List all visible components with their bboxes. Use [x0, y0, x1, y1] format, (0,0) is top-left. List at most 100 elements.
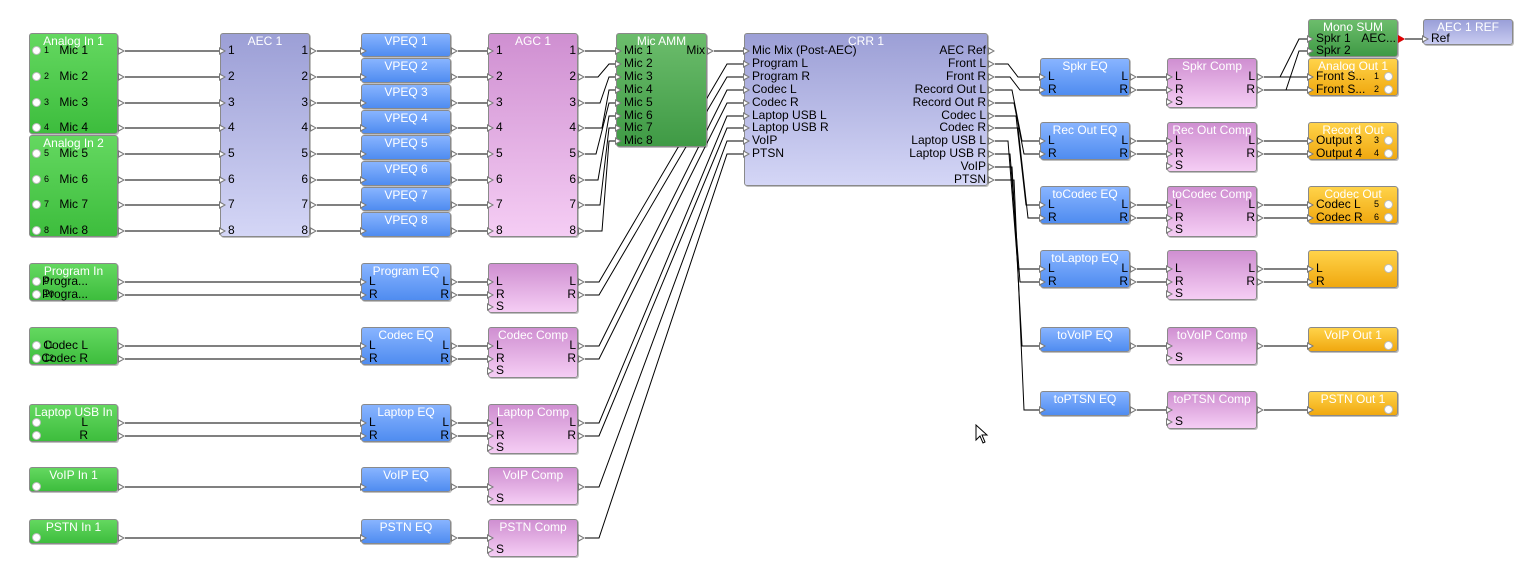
block-title: toPTSN EQ [1053, 393, 1117, 406]
wire[interactable] [585, 140, 615, 232]
output-pin-label: Mic 2 [59, 69, 88, 83]
block-vpeq-1[interactable]: VPEQ 1 [361, 33, 451, 57]
wire[interactable] [995, 166, 1039, 347]
block-codec-eq[interactable]: Codec EQ [361, 327, 451, 365]
wire[interactable] [1264, 38, 1307, 78]
wire[interactable] [585, 127, 743, 437]
wire[interactable] [995, 127, 1039, 219]
block-pstn-out-1[interactable]: PSTN Out 1 [1308, 391, 1398, 416]
block-vpeq-2[interactable]: VPEQ 2 [361, 58, 451, 83]
output-pin-fill [579, 202, 583, 207]
wire[interactable] [585, 102, 615, 155]
wire[interactable] [585, 115, 743, 424]
block-aec-1-ref[interactable]: AEC 1 REF [1423, 19, 1513, 45]
block-tolaptop-comp[interactable] [1167, 250, 1257, 300]
block-codec-in[interactable] [29, 327, 118, 365]
level-led-icon [32, 175, 41, 184]
input-pin-label: L [1175, 133, 1182, 147]
input-pin-label: R [1175, 210, 1184, 224]
wire[interactable] [995, 63, 1039, 78]
block-analog-in-2[interactable]: Analog In 2 [29, 135, 118, 237]
block-rec-out-comp[interactable]: Rec Out Comp [1167, 122, 1257, 172]
block-laptop-eq[interactable]: Laptop EQ [361, 404, 451, 442]
block-aec-1[interactable]: AEC 1 [220, 33, 310, 237]
block-vpeq-7[interactable]: VPEQ 7 [361, 187, 451, 211]
block-codec-out[interactable]: Codec Out [1308, 186, 1398, 224]
block-spkr-eq[interactable]: Spkr EQ [1040, 58, 1130, 96]
output-pin-label: Record Out L [914, 82, 986, 96]
wire[interactable] [585, 115, 615, 181]
block-laptop-comp[interactable]: Laptop Comp [488, 404, 578, 454]
block-spkr-comp[interactable]: Spkr Comp [1167, 58, 1257, 108]
output-pin-fill [119, 433, 123, 438]
block-mic-amm[interactable]: Mic AMM [616, 33, 707, 147]
block-voip-eq[interactable]: VoIP EQ [361, 467, 451, 492]
wire[interactable] [995, 140, 1039, 270]
output-pin-label: Mic 6 [59, 172, 88, 186]
block-tovoip-comp[interactable]: toVoIP Comp [1167, 327, 1257, 365]
wire[interactable] [585, 76, 615, 104]
input-pin-label: Mic Mix (Post-AEC) [752, 43, 857, 57]
level-led-icon [32, 431, 41, 440]
block-record-out[interactable]: Record Out [1308, 122, 1398, 160]
block-analog-in-1[interactable]: Analog In 1 [29, 33, 118, 134]
input-pin-fill [488, 547, 492, 552]
block-vpeq-4[interactable]: VPEQ 4 [361, 110, 451, 134]
output-pin-label: 1 [301, 43, 308, 57]
wire[interactable] [995, 102, 1039, 155]
block-mono-sum[interactable]: Mono SUM [1308, 19, 1398, 57]
block-program-eq[interactable]: Program EQ [361, 263, 451, 301]
wire[interactable] [995, 153, 1039, 283]
block-tocodec-eq[interactable]: toCodec EQ [1040, 186, 1130, 224]
input-pin-fill [744, 61, 748, 66]
block-pstn-comp[interactable]: PSTN Comp [488, 519, 578, 557]
block-pstn-eq[interactable]: PSTN EQ [361, 519, 451, 544]
wire[interactable] [1264, 50, 1307, 91]
block-voip-comp[interactable]: VoIP Comp [488, 467, 578, 505]
block-tocodec-comp[interactable]: toCodec Comp [1167, 186, 1257, 237]
wire[interactable] [585, 140, 743, 488]
output-pin-label: R [1246, 210, 1255, 224]
output-pin-label: L [1248, 197, 1255, 211]
block-title: VPEQ 7 [384, 189, 428, 202]
wire[interactable] [585, 63, 615, 78]
input-pin-label: 4 [496, 120, 503, 134]
wire[interactable] [995, 89, 1039, 142]
block-topstn-eq[interactable]: toPTSN EQ [1040, 391, 1130, 416]
output-pin-label: 1 [569, 43, 576, 57]
input-pin-fill [1308, 87, 1312, 92]
block-agc-1[interactable]: AGC 1 [488, 33, 578, 237]
block-codec-comp[interactable]: Codec Comp [488, 327, 578, 378]
block-title: PSTN EQ [379, 521, 433, 534]
input-pin-fill [488, 177, 492, 182]
block-tovoip-eq[interactable]: toVoIP EQ [1040, 327, 1130, 352]
block-vpeq-5[interactable]: VPEQ 5 [361, 135, 451, 160]
input-pin-fill [361, 177, 365, 182]
block-voip-out-1[interactable]: VoIP Out 1 [1308, 327, 1398, 352]
block-vpeq-6[interactable]: VPEQ 6 [361, 161, 451, 186]
wire[interactable] [585, 127, 615, 206]
block-crr-1[interactable]: CRR 1 [744, 33, 988, 186]
output-pin-label: R [1119, 210, 1128, 224]
wire[interactable] [585, 89, 615, 129]
wire[interactable] [995, 76, 1039, 91]
block-pstn-in[interactable]: PSTN In 1 [29, 519, 118, 544]
block-analog-out-1[interactable]: Analog Out 1 [1308, 58, 1398, 96]
input-pin-fill [1167, 343, 1171, 348]
wire[interactable] [995, 115, 1039, 206]
wire[interactable] [995, 179, 1039, 411]
block-voip-in[interactable]: VoIP In 1 [29, 467, 118, 492]
block-topstn-comp[interactable]: toPTSN Comp [1167, 391, 1257, 429]
input-pin-label: 3 [496, 95, 503, 109]
input-pin-label: 8 [496, 223, 503, 237]
wire[interactable] [585, 153, 743, 539]
block-tolaptop-eq[interactable]: toLaptop EQ [1040, 250, 1130, 288]
block-program-comp[interactable] [488, 263, 578, 313]
block-title: VPEQ 3 [384, 86, 428, 99]
block-rec-out-eq[interactable]: Rec Out EQ [1040, 122, 1130, 160]
block-vpeq-3[interactable]: VPEQ 3 [361, 84, 451, 109]
block-vpeq-8[interactable]: VPEQ 8 [361, 212, 451, 237]
block-laptop-usb-in[interactable]: Laptop USB In [29, 404, 118, 442]
block-program-in[interactable]: Program In [29, 263, 118, 301]
